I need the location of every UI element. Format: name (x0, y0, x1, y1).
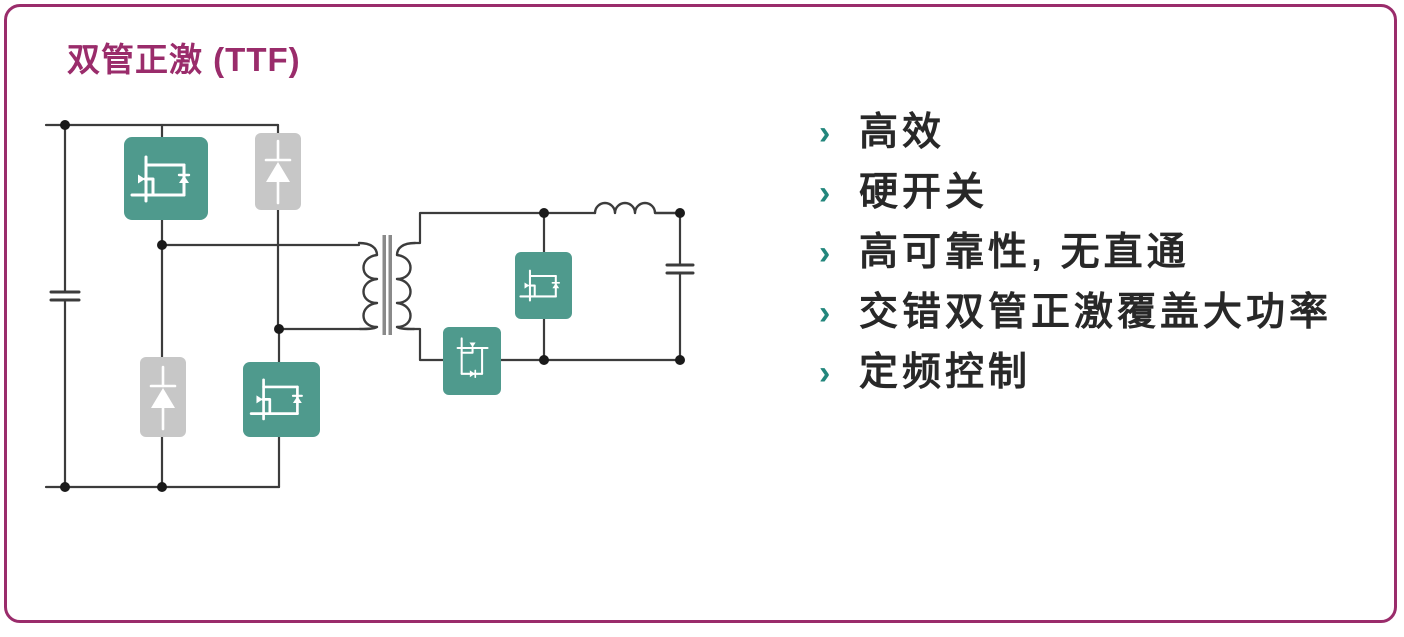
feature-bullet-list: › 高效 › 硬开关 › 高可靠性, 无直通 › 交错双管正激覆盖大功率 › 定… (819, 103, 1332, 403)
chevron-bullet-icon: › (819, 114, 831, 152)
primary-clamp-diode-bottom (140, 357, 186, 437)
primary-low-side-mosfet (243, 362, 320, 437)
page-title: 双管正激 (TTF) (67, 41, 301, 78)
bullet-text: 硬开关 (859, 171, 989, 214)
output-inductor (593, 201, 682, 215)
chevron-bullet-icon: › (819, 234, 831, 272)
list-item: › 高可靠性, 无直通 (819, 223, 1332, 283)
transformer-core-bar (388, 235, 392, 335)
chevron-bullet-icon: › (819, 174, 831, 212)
chevron-bullet-icon: › (819, 294, 831, 332)
list-item: › 交错双管正激覆盖大功率 (819, 283, 1332, 343)
secondary-wires (412, 201, 695, 362)
primary-clamp-diode-top (255, 133, 301, 210)
chevron-bullet-icon: › (819, 354, 831, 392)
topology-card: 双管正激 (TTF) (4, 4, 1397, 623)
bullet-text: 定频控制 (859, 351, 1032, 394)
transformer-core-bar (382, 235, 386, 335)
bullet-text: 高可靠性, 无直通 (859, 231, 1190, 274)
bullet-text: 高效 (859, 111, 946, 154)
list-item: › 硬开关 (819, 163, 1332, 223)
transformer-secondary-winding (395, 241, 417, 331)
transformer (357, 235, 417, 335)
secondary-sr-mosfet-horizontal (443, 327, 501, 395)
transformer-primary-winding (357, 241, 379, 331)
junction-dots (60, 120, 685, 492)
primary-high-side-mosfet (124, 137, 208, 220)
secondary-sr-mosfet-vertical (515, 252, 572, 319)
bullet-text: 交错双管正激覆盖大功率 (859, 291, 1333, 334)
list-item: › 定频控制 (819, 343, 1332, 403)
list-item: › 高效 (819, 103, 1332, 163)
circuit-schematic (44, 120, 695, 492)
